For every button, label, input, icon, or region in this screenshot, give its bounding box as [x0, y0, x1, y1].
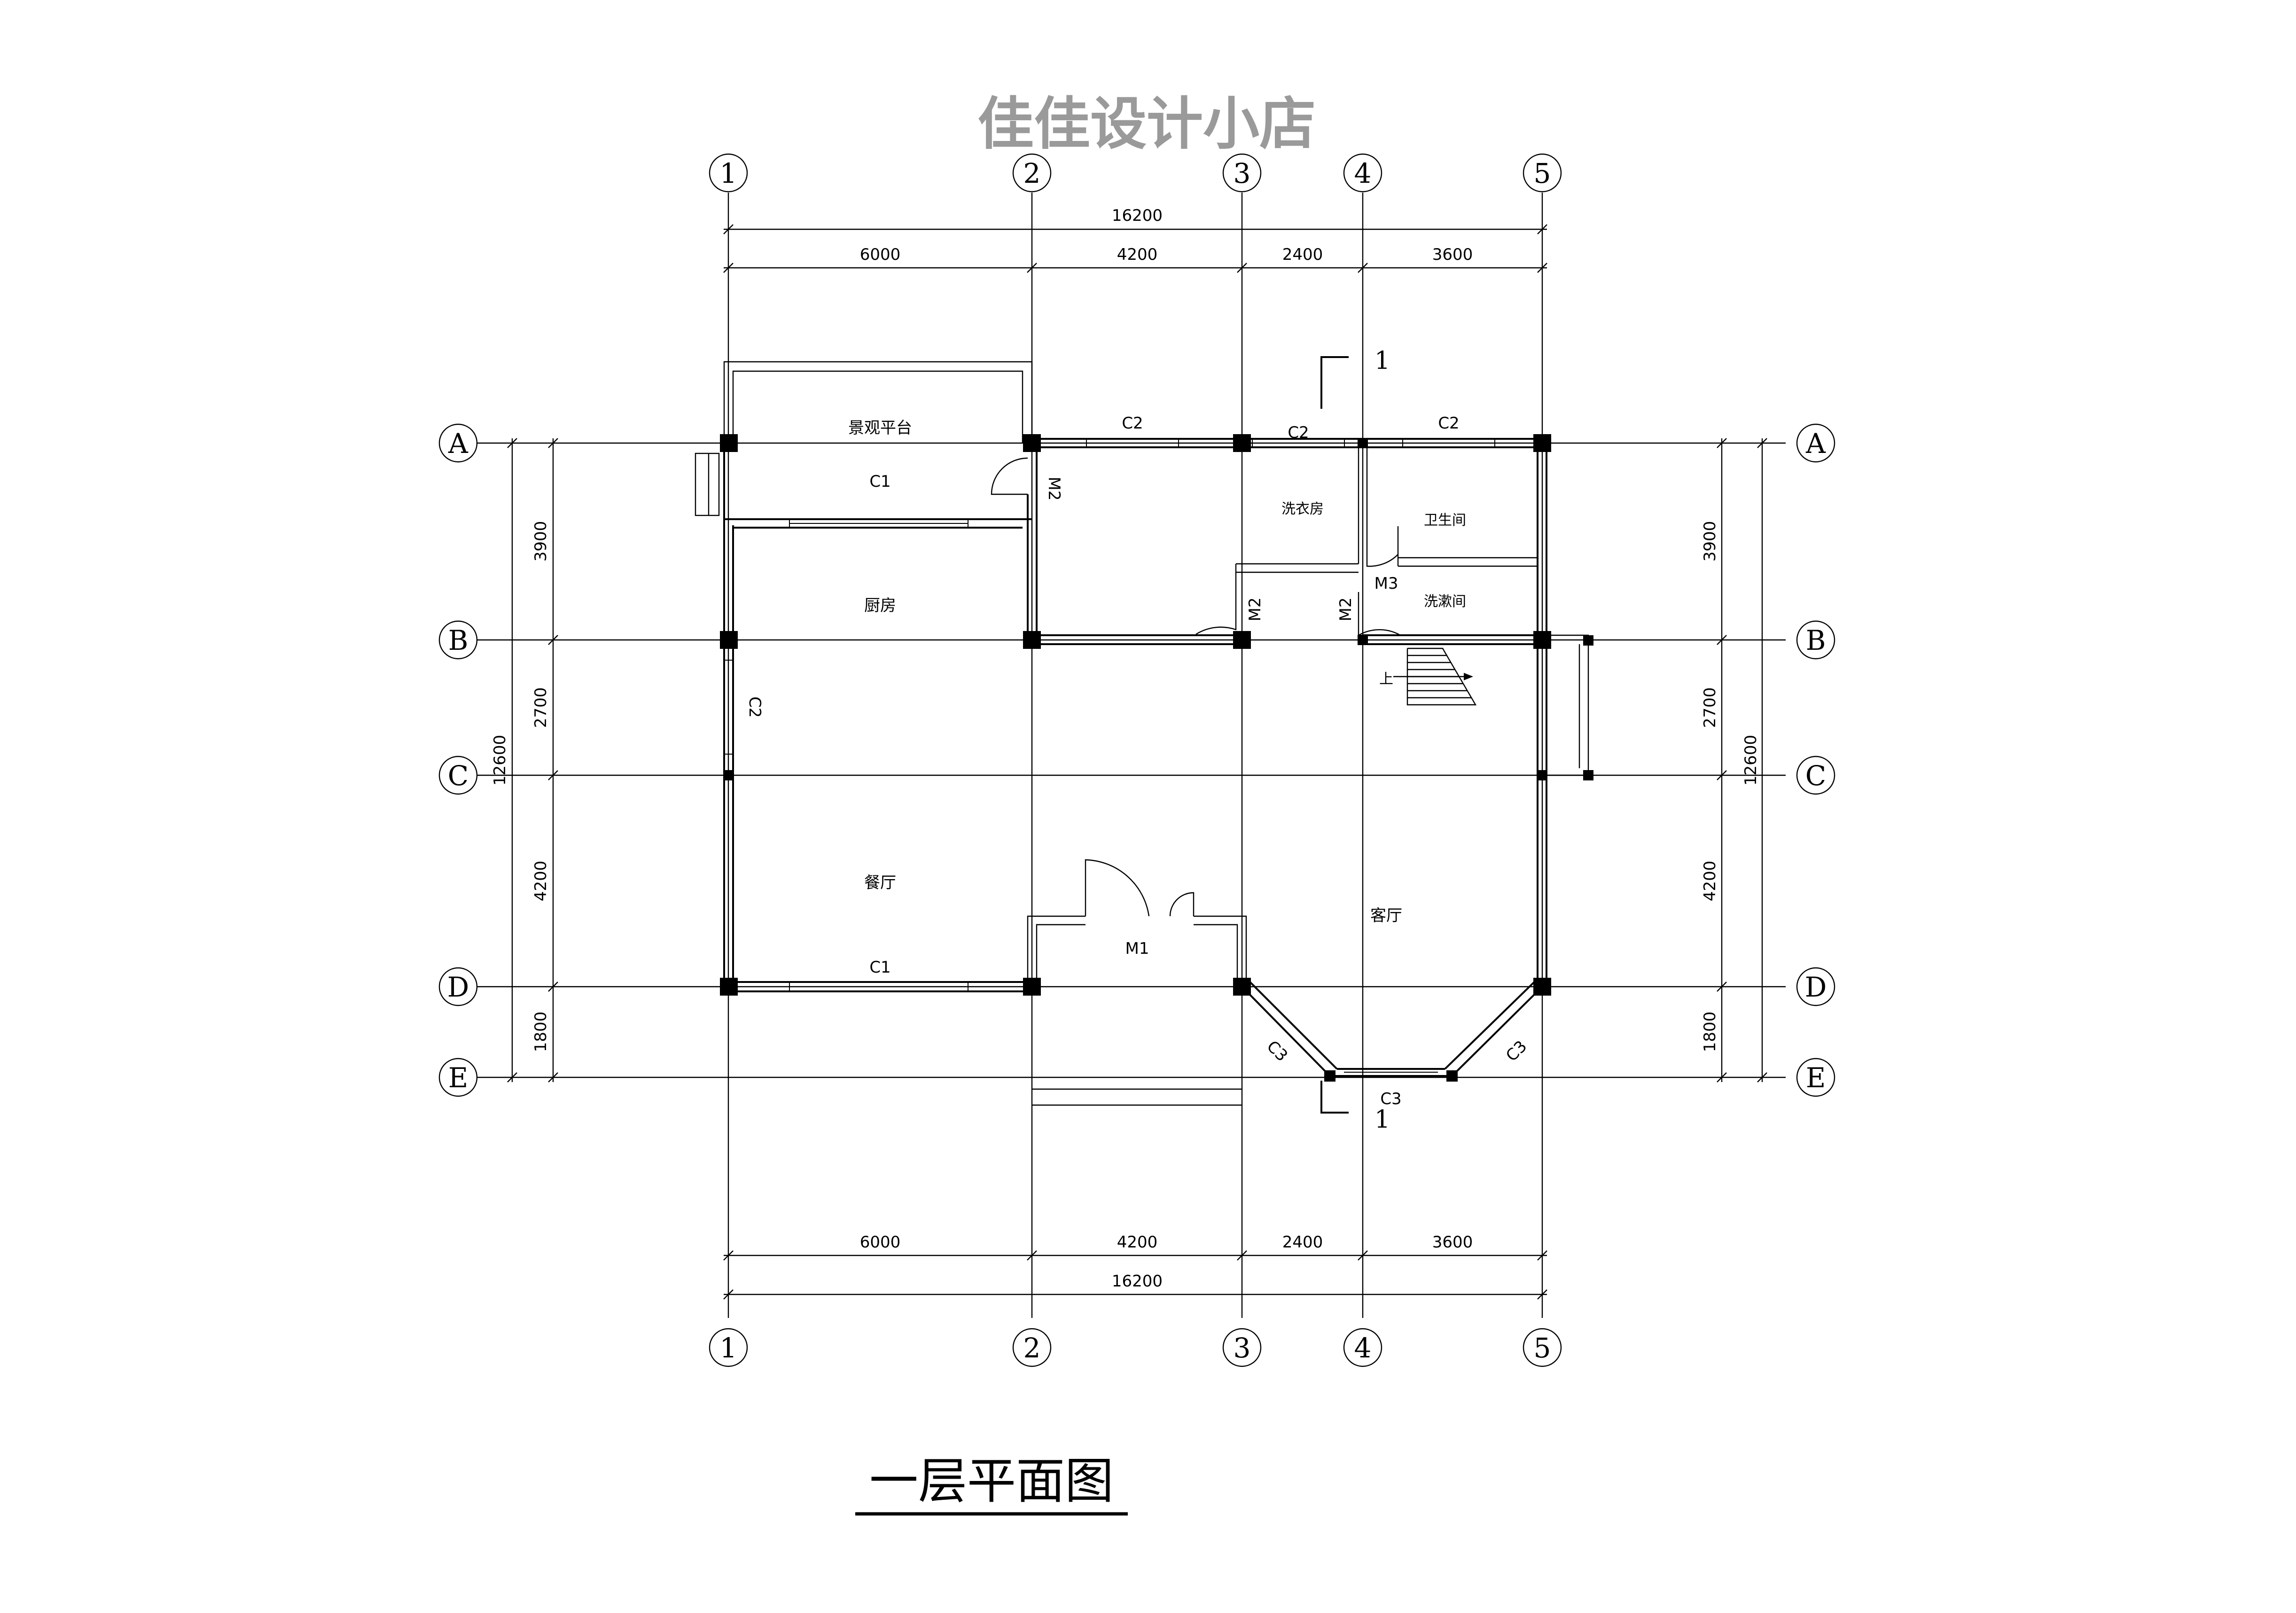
- room-label-terrace: 景观平台: [848, 419, 912, 437]
- axis-label-1-top: 1: [720, 157, 737, 189]
- door-label-m2-kitchen: M2: [1045, 477, 1063, 501]
- columns: [720, 434, 1593, 1082]
- axis-label-2-top: 2: [1023, 157, 1041, 189]
- axis-label-d-right: D: [1805, 971, 1827, 1003]
- door-label-m1: M1: [1125, 939, 1149, 958]
- axis-bubbles: [438, 153, 1835, 1367]
- room-label-dining: 餐厅: [864, 873, 896, 892]
- axis-label-1-bottom: 1: [720, 1332, 737, 1364]
- axis-label-b-right: B: [1806, 624, 1826, 656]
- axis-label-3-top: 3: [1234, 157, 1251, 189]
- axis-label-b-left: B: [448, 624, 469, 656]
- dim-top-2: 4200: [1117, 245, 1158, 264]
- window-label-c3-mid: C3: [1380, 1090, 1401, 1108]
- axis-label-c-left: C: [448, 760, 469, 792]
- dim-right-total: 12600: [1742, 735, 1760, 786]
- axis-label-2-bottom: 2: [1023, 1332, 1041, 1364]
- dim-left-1: 3900: [531, 521, 550, 562]
- dim-top-3: 2400: [1282, 245, 1323, 264]
- axis-label-c-right: C: [1805, 760, 1826, 792]
- dim-left-4: 1800: [531, 1012, 550, 1052]
- axis-label-4-bottom: 4: [1354, 1332, 1372, 1364]
- window-label-c3-right: C3: [1502, 1037, 1531, 1065]
- axis-label-3-bottom: 3: [1234, 1332, 1251, 1364]
- dim-bottom-3: 2400: [1282, 1233, 1323, 1252]
- drawing-title: 一层平面图: [869, 1452, 1114, 1510]
- dim-bottom-1: 6000: [860, 1233, 901, 1252]
- stair: [1393, 647, 1477, 706]
- windows: [724, 438, 1495, 1073]
- axis-label-5-bottom: 5: [1534, 1332, 1551, 1364]
- dim-right-2: 2700: [1701, 687, 1719, 728]
- dim-bottom-total: 16200: [1112, 1272, 1163, 1291]
- dimension-lines: [507, 224, 1767, 1300]
- section-label-top: 1: [1374, 347, 1390, 375]
- watermark-text: 佳佳设计小店: [977, 91, 1316, 157]
- dim-top-1: 6000: [860, 245, 901, 264]
- dim-left-3: 4200: [531, 861, 550, 902]
- dim-top-total: 16200: [1112, 206, 1163, 225]
- door-label-m2-hall: M2: [1336, 598, 1355, 622]
- dim-left-2: 2700: [531, 687, 550, 728]
- axis-label-5-top: 5: [1534, 157, 1551, 189]
- window-label-c1-kitchen: C1: [869, 472, 890, 491]
- room-label-living: 客厅: [1370, 906, 1402, 925]
- dim-bottom-4: 3600: [1432, 1233, 1473, 1252]
- window-label-c2-2: C2: [1288, 423, 1309, 442]
- axis-label-e-right: E: [1806, 1062, 1826, 1094]
- dim-right-4: 1800: [1701, 1012, 1719, 1052]
- room-label-laundry: 洗衣房: [1281, 501, 1324, 517]
- axis-label-e-left: E: [448, 1062, 468, 1094]
- window-label-c2-1: C2: [1122, 414, 1143, 433]
- doors: [991, 457, 1401, 917]
- axis-label-a-left: A: [448, 428, 469, 460]
- window-label-c2-3: C2: [1438, 414, 1459, 433]
- room-label-washroom: 洗漱间: [1424, 593, 1466, 610]
- dim-top-4: 3600: [1432, 245, 1473, 264]
- axis-label-d-left: D: [447, 971, 469, 1003]
- walls: [695, 361, 1589, 1106]
- room-label-toilet: 卫生间: [1424, 512, 1466, 529]
- axis-label-a-right: A: [1805, 428, 1826, 460]
- section-label-bottom: 1: [1374, 1106, 1390, 1134]
- window-label-c3-left: C3: [1263, 1037, 1291, 1065]
- room-label-kitchen: 厨房: [864, 596, 896, 615]
- door-label-m3: M3: [1374, 574, 1398, 593]
- section-mark-bottom: [1320, 1081, 1349, 1114]
- window-label-c1-dining: C1: [869, 958, 890, 977]
- section-mark-top: [1320, 356, 1349, 409]
- dim-bottom-2: 4200: [1117, 1233, 1158, 1252]
- dim-left-total: 12600: [491, 735, 509, 786]
- stair-up-label: 上: [1379, 671, 1393, 687]
- window-label-c2-side: C2: [745, 696, 764, 717]
- dim-right-1: 3900: [1701, 521, 1719, 562]
- axis-label-4-top: 4: [1354, 157, 1372, 189]
- door-label-m2-laundry: M2: [1246, 598, 1265, 622]
- grid-lines: [475, 193, 1786, 1318]
- dim-right-3: 4200: [1701, 861, 1719, 902]
